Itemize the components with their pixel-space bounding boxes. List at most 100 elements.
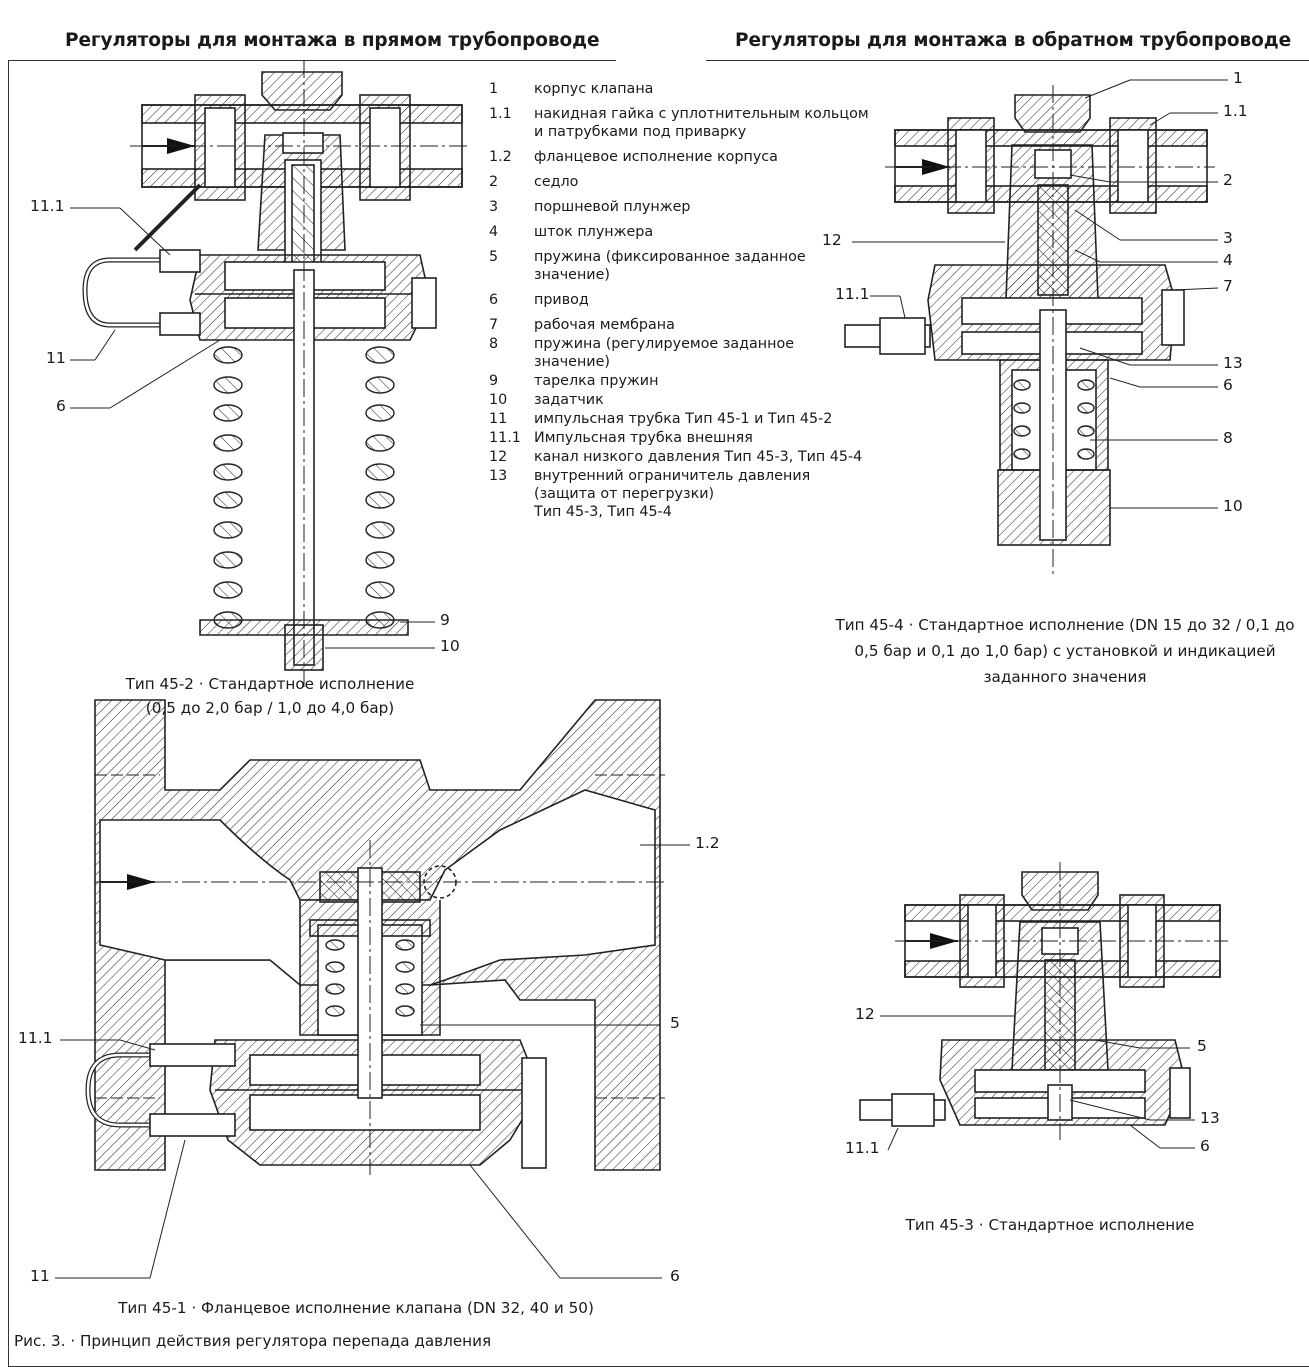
legend-row: 10 задатчик [489, 391, 869, 409]
callout-45-1-5: 5 [670, 1014, 680, 1032]
figure-title: Рис. 3. · Принцип действия регулятора пе… [14, 1332, 492, 1350]
legend-text-main: пружина (регулируемое заданное значение) [534, 336, 795, 370]
callout-45-3-5: 5 [1197, 1037, 1207, 1055]
legend-number: 12 [489, 449, 508, 465]
callout-45-4-6: 6 [1223, 376, 1233, 394]
heading-rule-left [8, 60, 616, 61]
caption-type-45-3: Тип 45-3 · Стандартное исполнение [905, 1216, 1195, 1234]
legend-text: канал низкого давления Тип 45-3, Тип 45-… [534, 448, 869, 466]
legend-text: фланцевое исполнение корпуса [534, 148, 869, 166]
callout-45-2-11: 11 [46, 349, 66, 367]
legend-row: 1.2 фланцевое исполнение корпуса [489, 148, 869, 166]
callout-45-4-1: 1 [1233, 69, 1243, 87]
caption-type-45-1: Тип 45-1 · Фланцевое исполнение клапана … [118, 1299, 594, 1317]
legend-number: 3 [489, 199, 499, 215]
legend-number: 5 [489, 249, 499, 265]
legend-row: 4 шток плунжера [489, 223, 869, 241]
legend-text: внутренний ограничитель давления (защита… [534, 467, 869, 521]
legend-text: поршневой плунжер [534, 198, 869, 216]
legend-number: 2 [489, 174, 499, 190]
callout-45-4-11-1: 11.1 [835, 285, 870, 303]
legend-text-main: внутренний ограничитель давления (защита… [534, 468, 811, 502]
caption-type-45-2-line2: (0,5 до 2,0 бар / 1,0 до 4,0 бар) [145, 699, 395, 717]
callout-45-1-11-1: 11.1 [18, 1029, 53, 1047]
callout-45-4-2: 2 [1223, 171, 1233, 189]
legend-text-main: Импульсная трубка внешняя [534, 430, 753, 446]
legend-text-main: пружина (фиксированное заданное значение… [534, 249, 806, 283]
callout-45-2-6: 6 [56, 397, 66, 415]
legend-text-main: седло [534, 174, 579, 190]
caption-type-45-2: Тип 45-2 · Стандартное исполнение (0,5 д… [90, 672, 450, 720]
callout-45-4-10: 10 [1223, 497, 1243, 515]
legend-number: 1 [489, 81, 499, 97]
callout-45-1-6: 6 [670, 1267, 680, 1285]
legend-text: корпус клапана [534, 80, 869, 98]
callout-45-4-7: 7 [1223, 277, 1233, 295]
legend-number: 9 [489, 373, 499, 389]
caption-type-45-4: Тип 45-4 · Стандартное исполнение (DN 15… [835, 616, 1295, 686]
legend-text-main: импульсная трубка Тип 45-1 и Тип 45-2 [534, 411, 833, 427]
callout-45-4-12: 12 [822, 231, 842, 249]
legend-text-main: задатчик [534, 392, 604, 408]
callout-45-2-10: 10 [440, 637, 460, 655]
heading-rule-right [706, 60, 1309, 61]
legend-text: тарелка пружин [534, 372, 869, 390]
callout-45-4-13: 13 [1223, 354, 1243, 372]
legend-text: импульсная трубка Тип 45-1 и Тип 45-2 [534, 410, 869, 428]
callout-45-4-1-1: 1.1 [1223, 102, 1248, 120]
legend-row: 2 седло [489, 173, 869, 191]
callout-45-2-9: 9 [440, 611, 450, 629]
legend-text-main: привод [534, 292, 589, 308]
legend-row: 1 корпус клапана [489, 80, 869, 98]
callout-45-2-11-1: 11.1 [30, 197, 65, 215]
legend-text: привод [534, 291, 869, 309]
callout-45-4-3: 3 [1223, 229, 1233, 247]
legend-text: седло [534, 173, 869, 191]
legend-number: 11 [489, 411, 508, 427]
legend-row: 6 привод [489, 291, 869, 309]
legend-text: задатчик [534, 391, 869, 409]
legend-text-main: шток плунжера [534, 224, 654, 240]
callout-45-4-4: 4 [1223, 251, 1233, 269]
legend-text: шток плунжера [534, 223, 869, 241]
legend-number: 4 [489, 224, 499, 240]
legend-text-main: рабочая мембрана [534, 317, 675, 333]
legend-row: 11 импульсная трубка Тип 45-1 и Тип 45-2 [489, 410, 869, 428]
callout-45-1-11: 11 [30, 1267, 50, 1285]
heading-return-pipeline: Регуляторы для монтажа в обратном трубоп… [735, 30, 1292, 51]
callout-45-3-13: 13 [1200, 1109, 1220, 1127]
legend-row: 12 канал низкого давления Тип 45-3, Тип 4… [489, 448, 869, 466]
legend-text-main: фланцевое исполнение корпуса [534, 149, 778, 165]
legend-row: 3 поршневой плунжер [489, 198, 869, 216]
caption-type-45-2-line1: Тип 45-2 · Стандартное исполнение [125, 675, 415, 693]
drawing-type-45-2 [70, 60, 470, 690]
legend-text-main: поршневой плунжер [534, 199, 691, 215]
legend-text-main: тарелка пружин [534, 373, 659, 389]
callout-45-3-12: 12 [855, 1005, 875, 1023]
legend-text: рабочая мембрана [534, 316, 869, 334]
legend-row: 5 пружина (фиксированное заданное значени… [489, 248, 869, 284]
callout-45-4-8: 8 [1223, 429, 1233, 447]
legend-number: 1.2 [489, 149, 512, 165]
legend-text: накидная гайка с уплотнительным кольцом … [534, 105, 869, 141]
legend-number: 13 [489, 468, 508, 484]
legend-row: 13 внутренний ограничитель давления (защи… [489, 467, 869, 521]
legend-text: пружина (фиксированное заданное значение… [534, 248, 869, 284]
callout-45-3-6: 6 [1200, 1137, 1210, 1155]
legend-number: 10 [489, 392, 508, 408]
legend-text: пружина (регулируемое заданное значение) [534, 335, 869, 371]
legend-number: 11.1 [489, 430, 521, 446]
legend-text-main: корпус клапана [534, 81, 654, 97]
legend-row: 9 тарелка пружин [489, 372, 869, 390]
drawing-type-45-3 [859, 862, 1228, 1151]
legend-text-main: накидная гайка с уплотнительным кольцом … [534, 106, 869, 140]
heading-direct-pipeline: Регуляторы для монтажа в прямом трубопро… [65, 30, 600, 51]
legend-text-sub: Тип 45-3, Тип 45-4 [534, 504, 672, 520]
legend-number: 6 [489, 292, 499, 308]
legend-text-main: канал низкого давления Тип 45-3, Тип 45-… [534, 449, 863, 465]
legend-row: 11.1 Импульсная трубка внешняя [489, 429, 869, 447]
